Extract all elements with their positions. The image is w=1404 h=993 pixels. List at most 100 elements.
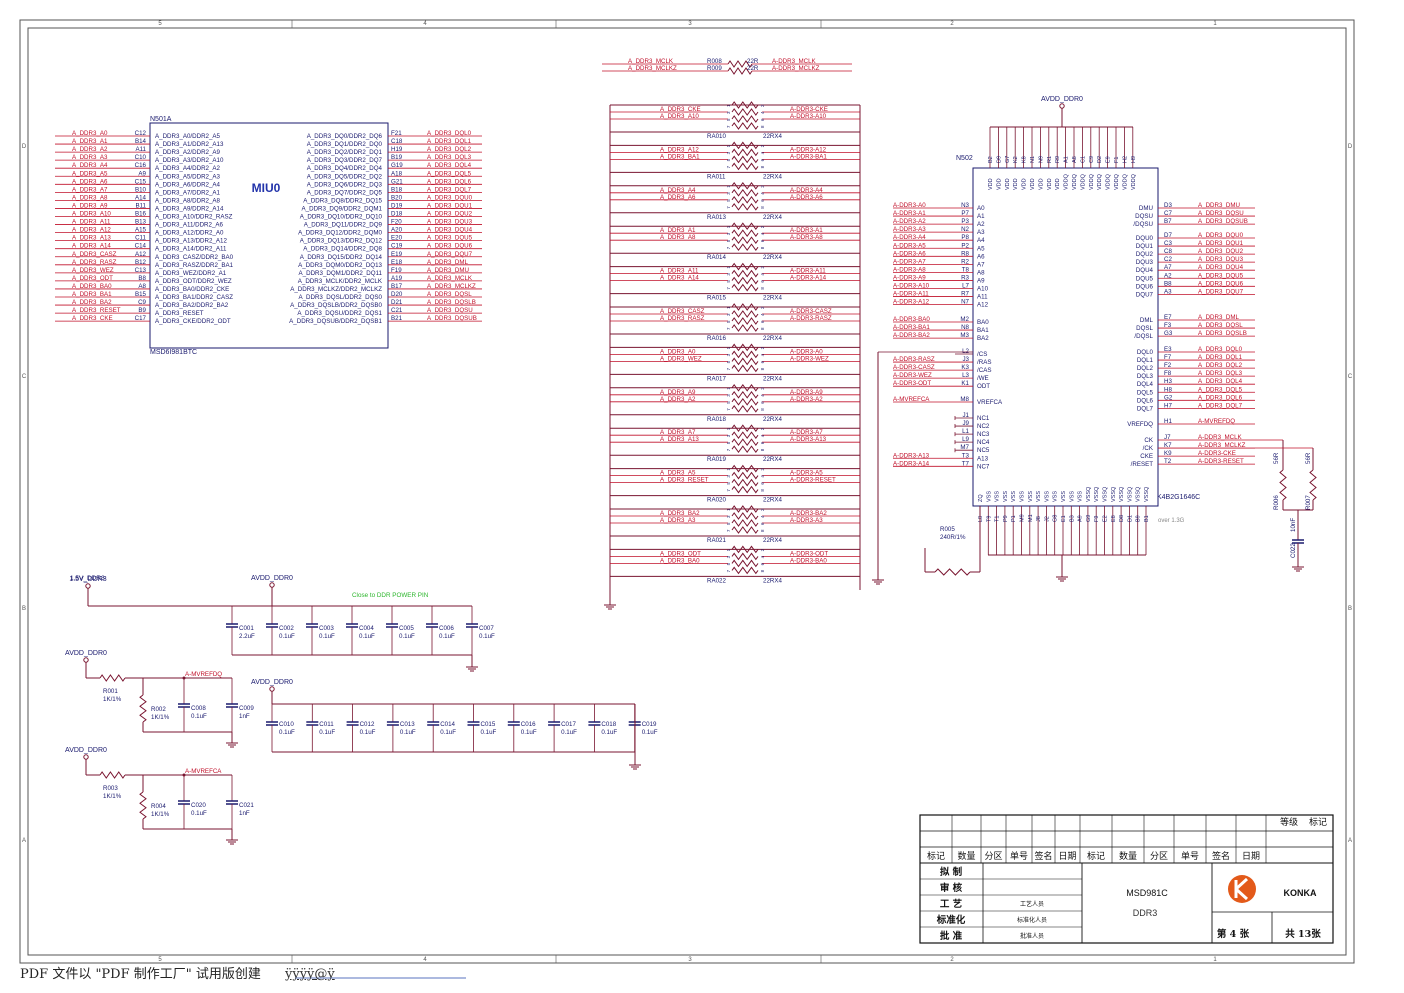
pack-pin-number: 2 [760,225,765,228]
pin-number: P7 [961,210,969,217]
pin-number: C3 [1164,240,1172,247]
resistor [731,357,759,366]
net-label: A_DDR3_A2 [72,146,108,153]
net-label: A_DDR3_CKE [72,315,113,322]
resistor [731,222,759,231]
pin-number: B15 [135,291,147,298]
net-label: A_DDR3_DQSUB [427,315,477,322]
pin-number: N7 [961,299,969,306]
term-resistor-ref: R006 [1273,495,1280,510]
title-header-cell: 签名 [1212,850,1230,862]
vref-resistor-ref: R002 [151,706,166,713]
title-header-cell: 数量 [957,850,975,862]
supply-net-label: 1.5V_DDR3 [70,575,105,582]
pin-number: H19 [391,146,403,153]
cap-value: 0.1uF [440,729,456,736]
footer-link[interactable]: ÿÿÿÿ@ÿ [285,967,335,982]
pin-number: D3 [1164,202,1172,209]
pin-number: G19 [391,162,403,169]
pin-name: VDDQ [1089,173,1095,190]
title-model: MSD981C [1126,888,1168,898]
pack-pin-number: 2 [760,468,765,471]
pin-name: A_DDR3_A13/DDR2_A12 [155,238,227,245]
pack-value: 22RX4 [763,254,782,261]
pin-name: DQL3 [1137,373,1154,380]
page-number: 第 4 张 [1217,928,1250,940]
resistor [731,471,759,480]
pack-pin-number: 8 [760,489,765,492]
net-label: A_DDR3_DML [427,259,468,266]
pin-number: C16 [135,162,147,169]
pin-number: K3 [961,364,969,371]
pin-number: B3 [1069,515,1075,522]
zone-col-top: 4 [423,21,427,27]
zone-row-left: D [22,144,27,150]
pin-name: VSS [1011,491,1017,502]
pin-number: T1 [995,516,1001,522]
pin-name: VSS [1028,491,1034,502]
pin-number: E2 [1103,515,1109,522]
resistor [731,317,759,325]
pin-number: T8 [962,266,970,273]
pin-name: VDDQ [1114,173,1120,190]
pack-pin-number: 2 [760,346,765,349]
net-label: A_DDR3_A13 [72,235,111,242]
net-label: A_DDR3_DQL6 [1198,394,1243,401]
pin-name: VDDQ [1122,173,1128,190]
pack-pin-number: 5 [726,562,731,565]
vref-net-label: A-MVREFCA [185,768,222,775]
net-label: A-DDR3-A5 [790,470,823,477]
pin-number: M1 [1028,514,1034,522]
net-label: A_DDR3_DQL1 [1198,354,1243,361]
resistor [731,519,759,527]
pack-pin-number: 1 [726,225,731,228]
net-label: A-DDR3-A7 [893,258,926,265]
zone-row-left: C [22,374,27,380]
pack-pin-number: 8 [760,408,765,411]
net-label: A-MVREFDQ [1198,418,1235,425]
net-label: A-DDR3-A5 [893,242,926,249]
zone-col-bottom: 5 [158,957,162,963]
pack-pin-number: 5 [726,320,731,323]
pack-pin-number: 3 [726,232,731,235]
term-resistor [1279,469,1287,501]
title-role: 工 艺 [940,898,963,910]
zone-col-top: 3 [688,21,692,27]
pin-name: A_DDR3_RASZ/DDR2_BA1 [155,262,234,269]
pack-pin-number: 5 [726,239,731,242]
net-label: A_DDR3_A11 [660,268,699,275]
title-header-cell: 标记 [1087,850,1105,862]
net-label: A_DDR3_DQU0 [427,194,473,201]
pin-number: A9 [1078,515,1084,522]
pack-pin-number: 5 [726,441,731,444]
pin-name: A_DDR3_DQ9/DDR2_DQM1 [302,205,383,212]
pack-value: 22RX4 [763,456,782,463]
pin-name: A13 [977,455,989,462]
pin-name: VSS [1069,491,1075,502]
pin-name: /CK [1143,445,1154,452]
pin-name: VDD [1022,178,1028,190]
zone-col-bottom: 3 [688,957,692,963]
net-label: A_DDR3_A8 [660,234,696,241]
resistor [731,350,759,359]
resistor [731,424,759,433]
pin-name: A_DDR3_DQ5/DDR2_DQ2 [307,173,383,180]
net-label: A-DDR3-ODT [790,550,828,557]
net-label: A_DDR3_BA2 [660,510,700,517]
resistor [731,101,759,109]
pack-value: 22RX4 [763,577,782,584]
pin-name: A_DDR3_DQ3/DDR2_DQ7 [307,157,383,164]
pin-number: R9 [1055,156,1061,163]
pin-name: A7 [977,261,985,268]
pack-pin-number: 2 [760,548,765,551]
pack-value: 22RX4 [763,295,782,302]
pin-name: A_DDR3_BA2/DDR2_BA2 [155,302,229,309]
zq-resistor-ref: R005 [940,526,955,533]
pin-number: G3 [1164,330,1173,337]
net-label: A-DDR3-A10 [790,113,827,120]
vref-resistor-value: 1K/1% [103,696,122,703]
pin-number: A20 [391,227,403,234]
pack-pin-number: 4 [760,192,765,195]
pack-pin-number: 6 [760,320,765,323]
pin-number: L1 [962,428,969,435]
